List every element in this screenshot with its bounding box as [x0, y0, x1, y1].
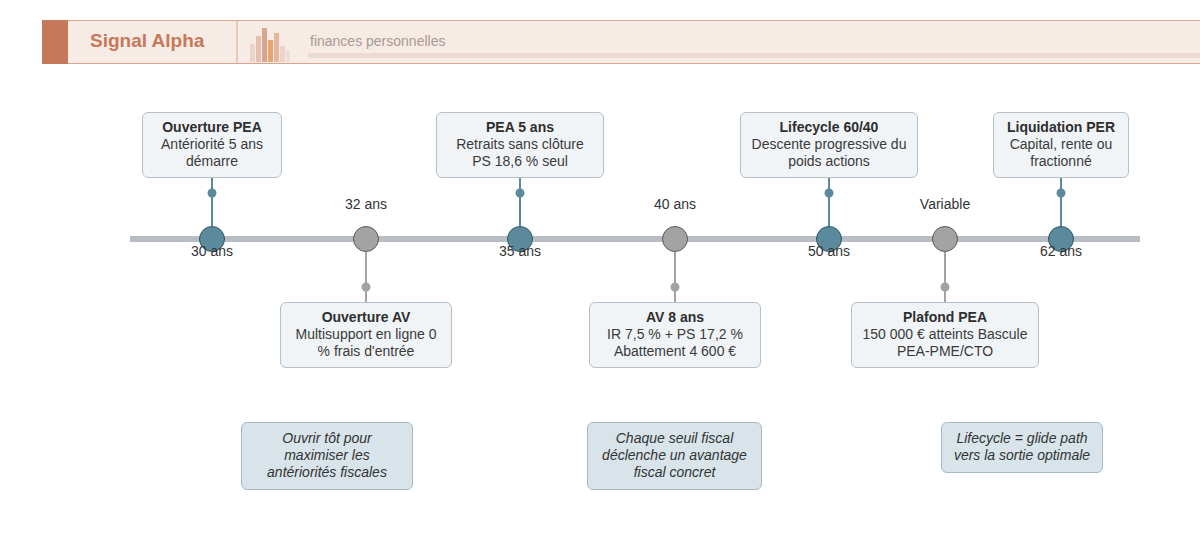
note-text: Chaque seuil fiscal déclenche un avantag…	[598, 430, 751, 481]
stem-connector	[519, 178, 521, 226]
event-heading: AV 8 ans	[600, 309, 750, 326]
note-box: Ouvrir tôt pour maximiser les antériorit…	[241, 422, 413, 490]
event-box: Liquidation PERCapital, rente ou fractio…	[993, 112, 1129, 178]
stem-dot	[208, 189, 217, 198]
header-accent	[42, 20, 68, 64]
age-label: 32 ans	[345, 196, 387, 212]
stem-dot	[941, 283, 950, 292]
event-detail: 150 000 € atteints Bascule PEA-PME/CTO	[862, 326, 1028, 360]
milestone-dot: 32 ans	[353, 226, 379, 252]
note-text: Ouvrir tôt pour maximiser les antériorit…	[252, 430, 402, 481]
age-label: Variable	[920, 196, 970, 212]
age-label: 62 ans	[1040, 243, 1082, 259]
header-underline	[308, 53, 1200, 58]
timeline-axis	[130, 236, 1140, 242]
milestone-dot: Variable	[932, 226, 958, 252]
stem-dot	[516, 189, 525, 198]
stem-dot	[825, 189, 834, 198]
milestone-dot: 30 ans	[199, 226, 225, 252]
header-rule	[42, 20, 1200, 21]
event-heading: PEA 5 ans	[447, 119, 593, 136]
event-heading: Lifecycle 60/40	[751, 119, 907, 136]
stem-connector	[828, 178, 830, 226]
event-detail: IR 7,5 % + PS 17,2 % Abattement 4 600 €	[600, 326, 750, 360]
stem-connector	[674, 252, 676, 302]
event-box: Lifecycle 60/40Descente progressive du p…	[740, 112, 918, 178]
header-rule	[42, 63, 1200, 64]
age-label: 30 ans	[191, 243, 233, 259]
milestone-dot: 35 ans	[507, 226, 533, 252]
title: Signal Alpha	[90, 30, 204, 52]
stem-connector	[211, 178, 213, 226]
stem-dot	[362, 283, 371, 292]
stem-dot	[1057, 189, 1066, 198]
event-box: AV 8 ansIR 7,5 % + PS 17,2 % Abattement …	[589, 302, 761, 368]
event-detail: Antériorité 5 ans démarre	[153, 136, 271, 170]
event-detail: Retraits sans clôture PS 18,6 % seul	[447, 136, 593, 170]
stem-connector	[1060, 178, 1062, 226]
header-band	[42, 20, 1200, 64]
stem-dot	[671, 283, 680, 292]
event-detail: Multisupport en ligne 0 % frais d'entrée	[291, 326, 441, 360]
milestone-dot: 50 ans	[816, 226, 842, 252]
stem-connector	[365, 252, 367, 302]
age-label: 40 ans	[654, 196, 696, 212]
milestone-dot: 62 ans	[1048, 226, 1074, 252]
header-separator	[237, 20, 238, 64]
event-box: Plafond PEA150 000 € atteints Bascule PE…	[851, 302, 1039, 368]
subtitle: finances personnelles	[310, 33, 449, 49]
age-label: 50 ans	[808, 243, 850, 259]
age-label: 35 ans	[499, 243, 541, 259]
event-box: PEA 5 ansRetraits sans clôture PS 18,6 %…	[436, 112, 604, 178]
stem-connector	[944, 252, 946, 302]
event-heading: Liquidation PER	[1004, 119, 1118, 136]
note-text: Lifecycle = glide path vers la sortie op…	[952, 430, 1092, 464]
event-heading: Ouverture AV	[291, 309, 441, 326]
event-heading: Plafond PEA	[862, 309, 1028, 326]
chart-icon	[250, 28, 290, 62]
event-detail: Descente progressive du poids actions	[751, 136, 907, 170]
event-box: Ouverture AVMultisupport en ligne 0 % fr…	[280, 302, 452, 368]
milestone-dot: 40 ans	[662, 226, 688, 252]
event-box: Ouverture PEAAntériorité 5 ans démarre	[142, 112, 282, 178]
event-heading: Ouverture PEA	[153, 119, 271, 136]
note-box: Chaque seuil fiscal déclenche un avantag…	[587, 422, 762, 490]
note-box: Lifecycle = glide path vers la sortie op…	[941, 422, 1103, 473]
event-detail: Capital, rente ou fractionné	[1004, 136, 1118, 170]
